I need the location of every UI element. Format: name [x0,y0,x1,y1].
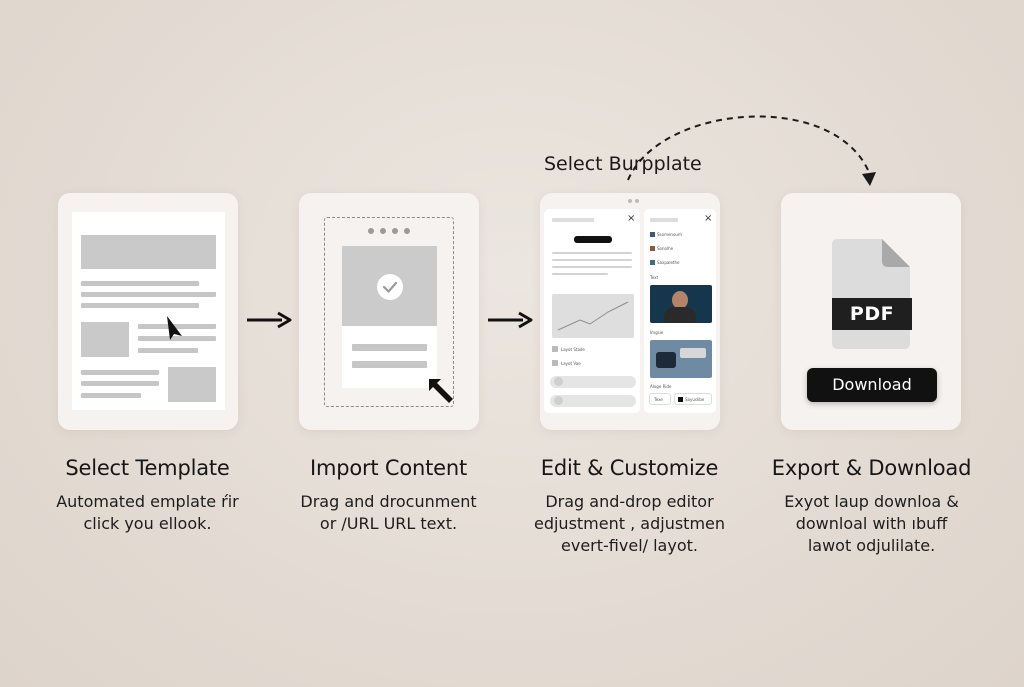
content-preview [342,246,437,388]
step-title: Edit & Customize [540,456,719,480]
close-icon[interactable]: × [627,213,636,224]
arrow-right-icon [488,311,533,329]
template-card[interactable] [58,193,238,430]
export-card[interactable]: PDF Download [781,193,961,430]
layer-label: Layot Vae [561,361,581,366]
step-title: Import Content [309,456,468,480]
step-description: Drag and drocunment or /URL URL text. [300,492,477,533]
arrow-right-icon [247,311,292,329]
cursor-icon [167,316,182,340]
step-title: Select Template [65,456,230,480]
file-icon [832,239,910,349]
chart-thumbnail[interactable] [552,294,634,338]
pdf-badge: PDF [832,298,912,330]
layer-row[interactable] [550,376,636,388]
option-label: Sonolhe [657,246,674,251]
curved-dashed-arrow [627,115,876,186]
section-label: Aloge Ride [650,384,672,389]
callout-label: Select Burpplate [544,153,702,175]
cursor-icon [429,379,453,403]
layer-label: Layot Stade [561,347,585,352]
close-icon[interactable]: × [704,213,713,224]
import-card[interactable] [299,193,479,430]
checkmark-icon [377,274,403,300]
section-label: Imgsie [650,330,664,335]
image-thumbnail[interactable] [650,340,712,378]
drop-zone[interactable] [324,217,454,407]
step-description: Automated emplate ŕir click you ellook. [56,492,239,533]
layer-row[interactable] [550,395,636,407]
step-description: Drag and-drop editor edjustment , adjust… [533,492,726,555]
editor-card[interactable]: × Layot Stade Layot Vae × Ssomenoum Sono… [540,193,720,430]
option-label: Saxpalethe [657,260,680,265]
chip[interactable]: Texe [649,393,671,405]
image-thumbnail[interactable] [650,285,712,323]
download-button[interactable]: Download [807,368,937,402]
editor-canvas-panel[interactable]: × Layot Stade Layot Vae [544,209,640,413]
carousel-dots [368,227,412,235]
chip[interactable]: Sayuslibe [674,393,712,405]
document-preview [72,212,225,410]
step-description: Exyot laup downloa & downloal with ıbuff… [784,492,959,555]
section-label: Text [650,275,659,280]
step-title: Export & Download [771,456,972,480]
option-label: Ssomenoum [657,232,682,237]
editor-sidebar-panel[interactable]: × Ssomenoum Sonolhe Saxpalethe Text Imgs… [644,209,716,413]
